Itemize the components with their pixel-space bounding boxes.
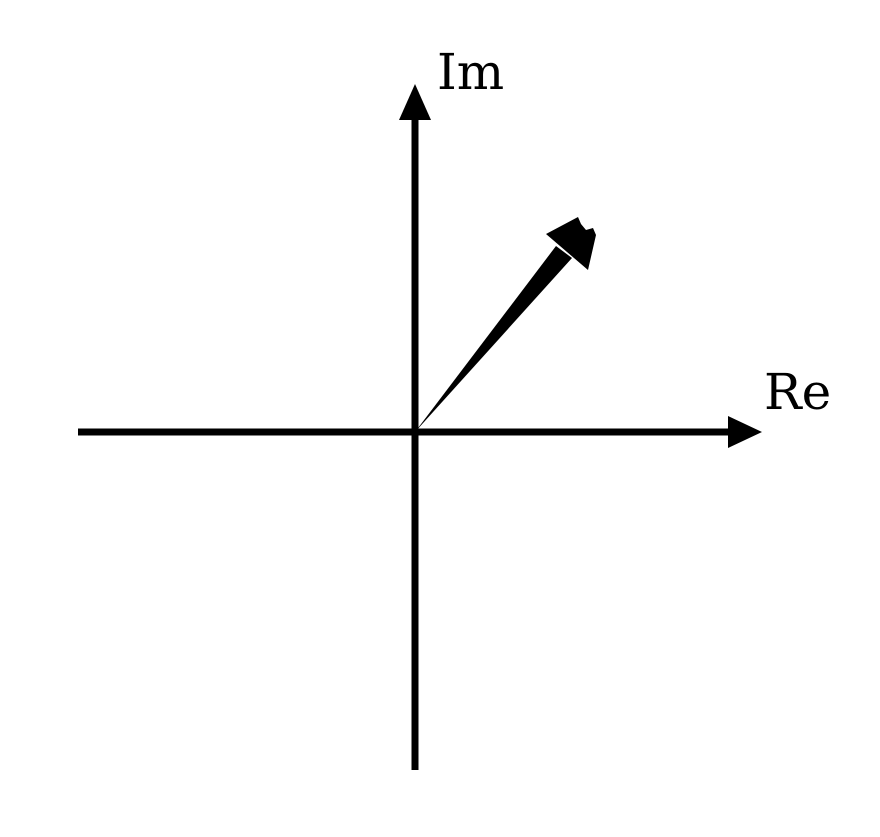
real-axis-label: Re [764, 363, 832, 421]
imaginary-axis-label: Im [437, 43, 505, 101]
real-axis-arrowhead [728, 416, 762, 448]
complex-vector-arrowhead [546, 217, 596, 270]
imaginary-axis-arrowhead [399, 84, 431, 120]
complex-vector-shaft [415, 246, 572, 432]
